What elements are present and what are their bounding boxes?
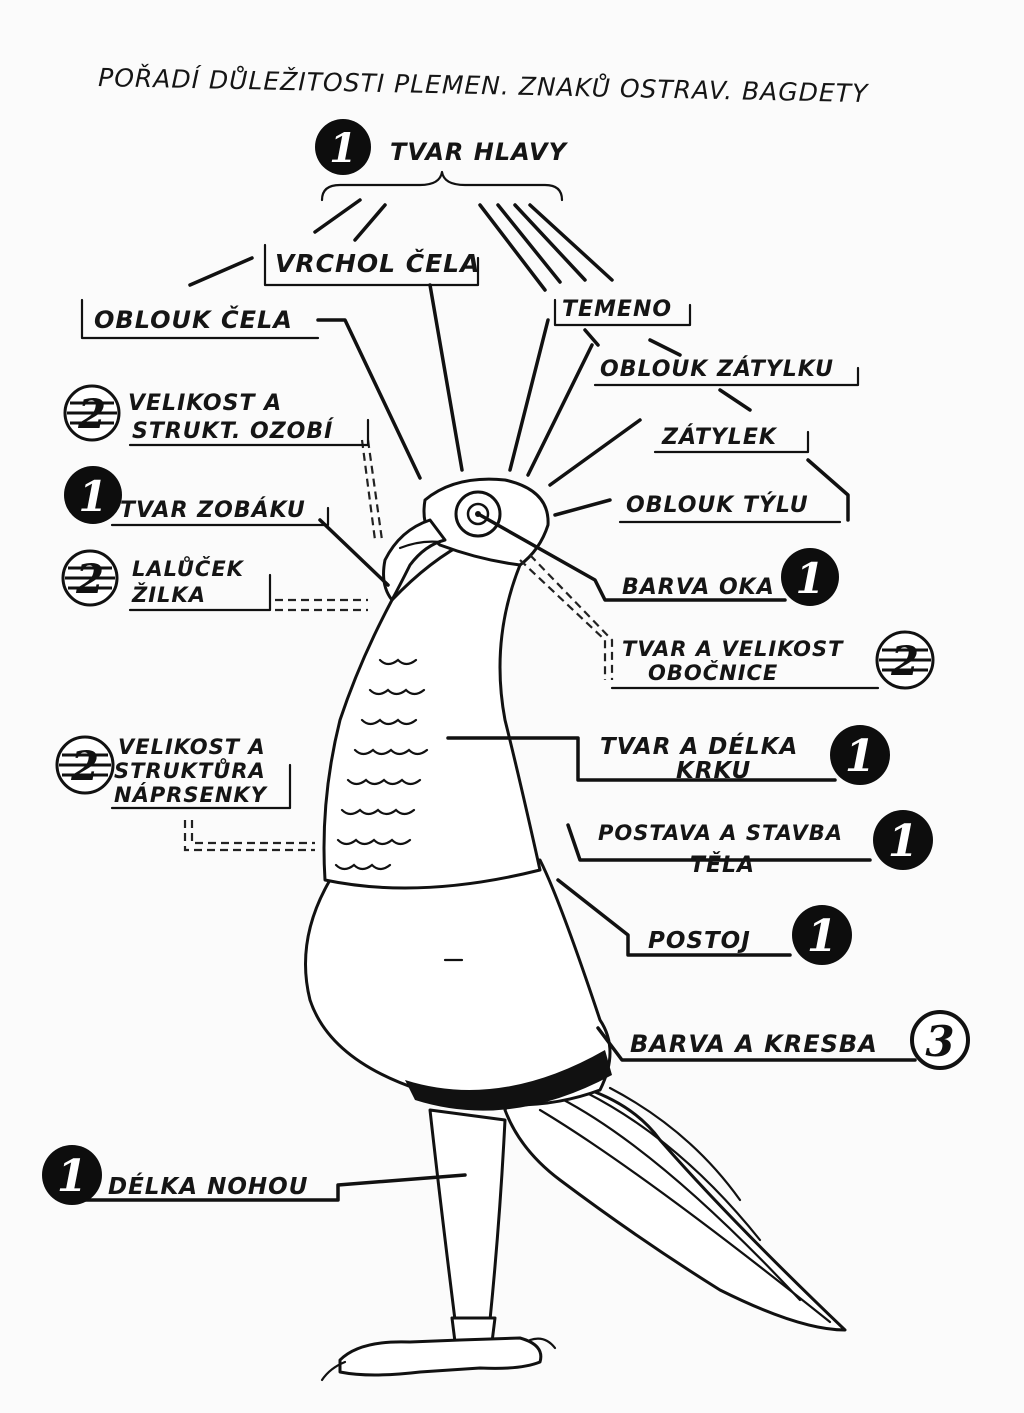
label-barva-kresba: BARVA A KRESBA	[630, 1030, 878, 1058]
label-naprsenka-1: VELIKOST A	[118, 735, 266, 759]
pigeon-leg	[428, 1108, 507, 1322]
svg-text:2: 2	[70, 743, 99, 790]
label-lalucek-2: ŽILKA	[131, 582, 206, 607]
pigeon-feet	[338, 1336, 543, 1377]
labels: TVAR HLAVY VRCHOL ČELA OBLOUK ČELA TEMEN…	[94, 138, 878, 1200]
label-velikost-ozobi-2: STRUKT. OZOBÍ	[132, 418, 334, 444]
label-zatylek: ZÁTYLEK	[661, 424, 778, 450]
badge-barva-kresba: 3	[910, 1010, 970, 1070]
badge-telo: 1	[873, 810, 933, 870]
label-oblouk-cela: OBLOUK ČELA	[94, 304, 293, 334]
label-naprsenka-3: NÁPRSENKY	[114, 782, 268, 807]
badge-naprsenka: 2	[55, 735, 115, 795]
svg-text:2: 2	[75, 556, 104, 603]
label-barva-oka: BARVA OKA	[622, 575, 775, 600]
badge-tvar-zobaku: 1	[64, 466, 122, 524]
badge-delka-nohou: 1	[42, 1145, 102, 1205]
svg-text:1: 1	[795, 554, 824, 603]
label-oblouk-zatylku: OBLOUK ZÁTYLKU	[600, 356, 834, 382]
label-vrchol-cela: VRCHOL ČELA	[275, 248, 480, 278]
label-telo-2: TĚLA	[690, 852, 755, 878]
badge-velikost-ozobi: 2	[63, 384, 121, 442]
svg-text:1: 1	[845, 731, 876, 782]
badge-barva-oka: 1	[781, 548, 839, 606]
importance-badges: 1 2 1 2 1 2 2	[42, 119, 970, 1205]
svg-text:1: 1	[57, 1151, 88, 1202]
breast-band	[405, 1050, 612, 1111]
pigeon-body	[304, 858, 612, 1107]
label-obocnice-1: TVAR A VELIKOST	[622, 637, 844, 661]
leader-lines	[70, 170, 917, 1202]
label-krk-1: TVAR A DÉLKA	[600, 732, 798, 760]
label-krk-2: KRKU	[676, 758, 751, 784]
label-postoj: POSTOJ	[648, 928, 751, 954]
label-tvar-hlavy: TVAR HLAVY	[390, 138, 569, 166]
svg-text:2: 2	[890, 638, 919, 685]
label-telo-1: POSTAVA A STAVBA	[598, 821, 843, 845]
label-obocnice-2: OBOČNICE	[648, 660, 778, 685]
pigeon-beak	[382, 518, 447, 602]
label-oblouk-tylu: OBLOUK TÝLU	[626, 492, 809, 518]
pigeon-neck	[322, 538, 542, 890]
badge-krk: 1	[830, 725, 890, 785]
label-naprsenka-2: STRUKTŮRA	[114, 757, 266, 783]
label-lalucek-1: LALŮČEK	[132, 555, 245, 581]
svg-text:2: 2	[77, 391, 106, 438]
pigeon-illustration	[304, 477, 847, 1382]
badge-tvar-hlavy: 1	[315, 119, 371, 175]
svg-text:1: 1	[78, 472, 107, 521]
label-temeno: TEMENO	[562, 297, 672, 322]
label-velikost-ozobi-1: VELIKOST A	[128, 391, 282, 416]
label-delka-nohou: DÉLKA NOHOU	[108, 1172, 308, 1200]
label-tvar-zobaku: TVAR ZOBÁKU	[120, 497, 306, 523]
badge-obocnice: 2	[875, 630, 935, 690]
svg-text:1: 1	[888, 816, 919, 867]
svg-text:1: 1	[329, 125, 357, 172]
svg-text:3: 3	[925, 1017, 954, 1066]
svg-text:1: 1	[807, 911, 838, 962]
frill-feathers	[334, 658, 429, 871]
badge-lalucek: 2	[61, 549, 119, 607]
diagram-title: POŘADÍ DŮLEŽITOSTI PLEMEN. ZNAKŮ OSTRAV.…	[98, 62, 869, 108]
badge-postoj: 1	[792, 905, 852, 965]
